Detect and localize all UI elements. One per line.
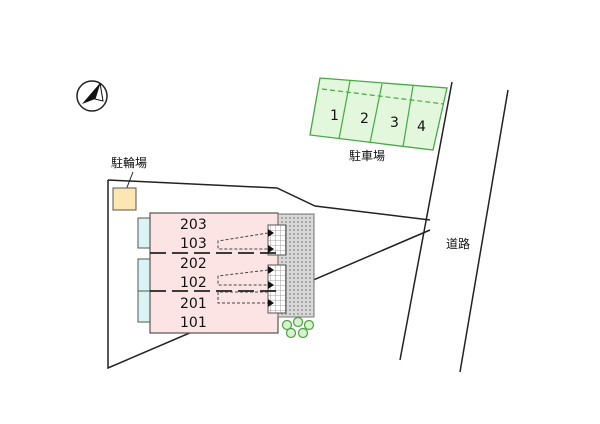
parking-space-3: 3 xyxy=(390,115,399,131)
balcony xyxy=(137,290,151,323)
car-parking-label: 駐車場 xyxy=(349,148,385,163)
parking-space-2: 2 xyxy=(360,111,369,127)
unit-201: 201 xyxy=(180,296,207,312)
unit-101: 101 xyxy=(180,315,207,331)
bicycle-parking-label: 駐輪場 xyxy=(111,155,147,170)
balcony xyxy=(137,258,151,292)
tree-icon xyxy=(281,316,315,339)
compass-icon xyxy=(76,80,108,112)
unit-203: 203 xyxy=(180,217,207,233)
entrance-arrows xyxy=(268,229,274,307)
unit-102: 102 xyxy=(180,275,207,291)
road-edge-right xyxy=(459,89,509,373)
parking-lot: 1 2 3 4 xyxy=(309,77,448,151)
parking-space-1: 1 xyxy=(330,108,339,124)
unit-202: 202 xyxy=(180,256,207,272)
bicycle-parking-leader xyxy=(125,171,134,191)
site-boundary-top xyxy=(107,179,431,221)
corridor-lines xyxy=(217,232,269,304)
apartment-building xyxy=(149,212,279,334)
parking-space-4: 4 xyxy=(417,119,426,135)
balcony xyxy=(137,217,151,249)
staircase xyxy=(267,264,287,314)
road-edge-left xyxy=(399,81,453,361)
road-label: 道路 xyxy=(446,236,470,251)
site-boundary xyxy=(107,180,431,370)
unit-103: 103 xyxy=(180,236,207,252)
bicycle-parking xyxy=(112,187,137,211)
